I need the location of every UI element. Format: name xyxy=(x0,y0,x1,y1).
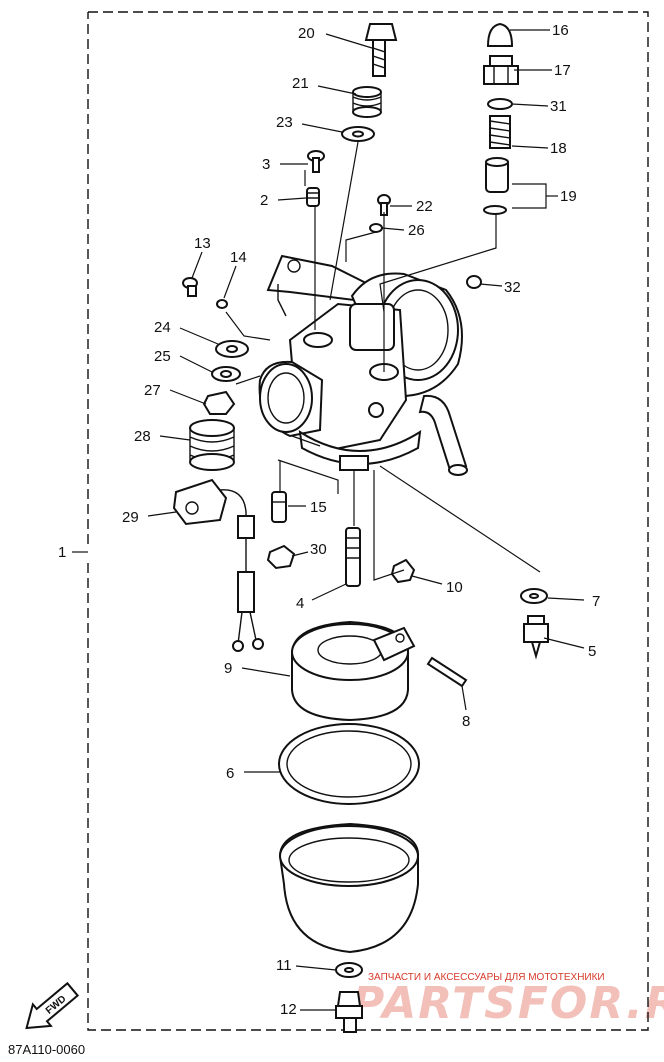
fwd-arrow: FWD xyxy=(25,981,80,1030)
frame-label: 1 xyxy=(58,544,66,561)
part-17-plug xyxy=(483,55,519,85)
callout-4: 4 xyxy=(296,595,304,612)
callout-6: 6 xyxy=(226,765,234,782)
callout-21: 21 xyxy=(292,75,309,92)
part-19-bracket xyxy=(512,183,547,209)
callout-17: 17 xyxy=(554,62,571,79)
callout-2: 2 xyxy=(260,192,268,209)
part-24-washer xyxy=(215,340,249,358)
callout-19: 19 xyxy=(560,188,577,205)
part-21-spring xyxy=(352,86,382,118)
callout-10: 10 xyxy=(446,579,463,596)
callout-20: 20 xyxy=(298,25,315,42)
callout-15: 15 xyxy=(310,499,327,516)
part-16-cap xyxy=(486,22,514,47)
callout-16: 16 xyxy=(552,22,569,39)
callout-11: 11 xyxy=(276,957,292,974)
callout-32: 32 xyxy=(504,279,521,296)
part-2-needle-jet xyxy=(306,187,320,207)
callout-22: 22 xyxy=(416,198,433,215)
part-26-washer xyxy=(369,223,383,233)
callout-18: 18 xyxy=(550,140,567,157)
part-11-washer xyxy=(335,962,363,978)
part-12-drain-bolt xyxy=(335,991,363,1033)
part-27-nut xyxy=(202,390,236,415)
part-6-gasket xyxy=(278,723,420,805)
carburetor-body xyxy=(258,254,468,476)
part-5-drain-screw xyxy=(523,615,549,660)
callout-9: 9 xyxy=(224,660,232,677)
part-14-washer xyxy=(216,299,228,309)
callout-14: 14 xyxy=(230,249,247,266)
part-31-o-ring xyxy=(487,98,513,110)
callout-25: 25 xyxy=(154,348,171,365)
part-3-screw xyxy=(307,150,325,173)
callout-7: 7 xyxy=(592,593,600,610)
part-10-nut xyxy=(390,558,416,584)
part-4-main-jet xyxy=(345,527,361,587)
part-15-jet xyxy=(271,491,287,523)
part-7-washer xyxy=(520,588,548,604)
assembly-frame xyxy=(87,11,649,1031)
callout-31: 31 xyxy=(550,98,567,115)
callout-28: 28 xyxy=(134,428,151,445)
callout-26: 26 xyxy=(408,222,425,239)
part-8-pin xyxy=(426,656,468,688)
watermark-brand: PARTSFOR.RU xyxy=(352,978,664,1029)
leader-lines xyxy=(147,29,585,1011)
part-22-screw xyxy=(377,194,391,216)
part-23-washer xyxy=(341,126,375,142)
alignment-lines xyxy=(225,141,541,581)
callout-27: 27 xyxy=(144,382,161,399)
callout-12: 12 xyxy=(280,1001,297,1018)
callout-8: 8 xyxy=(462,713,470,730)
part-30-nut xyxy=(266,544,296,570)
float-bowl xyxy=(278,822,420,954)
callout-3: 3 xyxy=(262,156,270,173)
diagram-code: 87A110-0060 xyxy=(8,1042,85,1057)
part-19-starter-plunger xyxy=(483,157,509,215)
part-13-screw xyxy=(182,277,198,297)
callout-24: 24 xyxy=(154,319,171,336)
watermark-caption: ЗАПЧАСТИ И АКСЕССУАРЫ ДЛЯ МОТОТЕХНИКИ xyxy=(368,972,605,983)
callout-5: 5 xyxy=(588,643,596,660)
callout-29: 29 xyxy=(122,509,139,526)
callout-13: 13 xyxy=(194,235,211,252)
part-32-plug xyxy=(466,275,482,289)
part-25-washer xyxy=(211,366,241,382)
part-20-throttle-stop-screw xyxy=(364,23,398,77)
part-9-float xyxy=(291,620,416,722)
callout-30: 30 xyxy=(310,541,327,558)
part-29-starter-heater xyxy=(172,478,264,652)
part-18-spring xyxy=(489,115,511,149)
callout-23: 23 xyxy=(276,114,293,131)
part-28-spring xyxy=(189,419,235,471)
